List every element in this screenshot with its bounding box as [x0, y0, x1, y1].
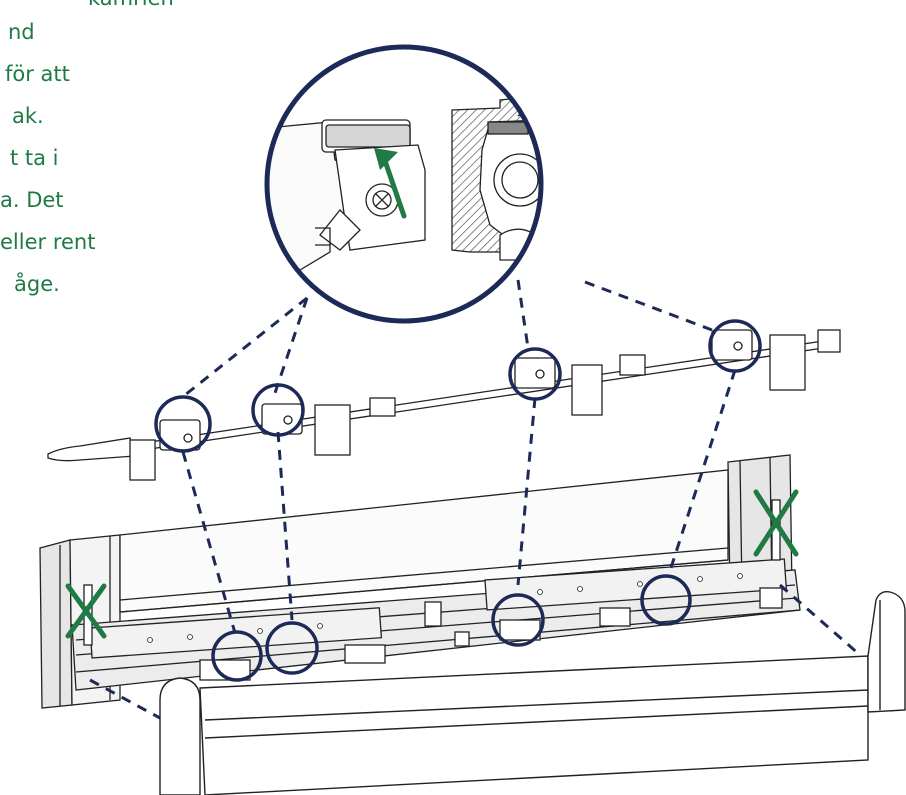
instruction-line-4: ak.	[12, 104, 44, 128]
instruction-line-8: åge.	[14, 272, 60, 296]
zoom-detail	[264, 44, 544, 324]
instruction-line-6: a. Det	[0, 188, 64, 212]
detail-circle-7	[491, 593, 545, 647]
instruction-line-1: kamrien	[88, 0, 174, 9]
detail-circle-8	[640, 574, 692, 626]
instruction-line-3: för att	[5, 62, 70, 86]
connector-lines	[89, 279, 861, 720]
detail-circle-3	[508, 347, 562, 401]
detail-circle-5	[211, 630, 263, 682]
detail-circle-2	[251, 383, 305, 437]
lock-unit-4	[711, 329, 841, 391]
lock-unit-2	[261, 397, 396, 456]
up-arrow-icon	[374, 148, 407, 219]
instruction-line-7: eller rent	[0, 230, 96, 254]
x-mark-icon	[65, 583, 107, 639]
x-mark-icon	[753, 489, 799, 557]
detail-circle-4	[708, 319, 762, 373]
espagnolette-rod	[47, 329, 841, 481]
detail-circle-1	[154, 395, 212, 453]
left-jamb	[39, 539, 73, 709]
lock-unit-3	[514, 354, 646, 416]
detail-circles	[154, 319, 762, 682]
instruction-line-5: t ta i	[10, 146, 59, 170]
sash-profile	[159, 590, 906, 795]
detail-circle-6	[265, 621, 319, 675]
window-frame	[39, 454, 801, 709]
instruction-line-2: nd	[8, 20, 35, 44]
